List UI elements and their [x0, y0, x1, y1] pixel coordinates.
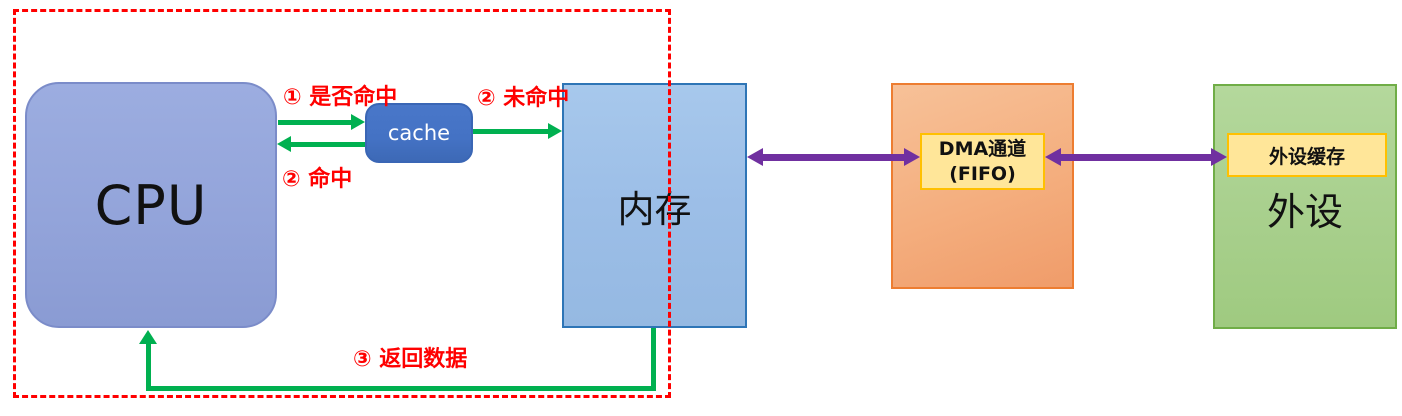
annotation-step1-hit-query: ① 是否命中	[283, 85, 398, 110]
peripheral-buffer-label-box: 外设缓存	[1227, 133, 1387, 177]
peripheral-label-wrap: 外设	[1213, 182, 1397, 234]
bus-dma-peripheral-left-head-icon	[1045, 148, 1061, 166]
cpu-box: CPU	[25, 82, 277, 328]
bus-memory-dma-shaft	[762, 154, 905, 161]
peripheral-buffer-label: 外设缓存	[1268, 145, 1345, 168]
dma-channel-label-line2: (FIFO)	[949, 162, 1016, 185]
arrow-cache-to-memory-head-icon	[548, 123, 562, 139]
annotation-step2-miss: ② 未命中	[477, 86, 570, 111]
cache-label: cache	[387, 121, 451, 145]
arrow-cpu-to-cache-shaft	[278, 120, 351, 125]
peripheral-box	[1213, 84, 1397, 329]
arrow-cache-to-cpu-head-icon	[277, 136, 291, 152]
arrow-return-vertical-right	[651, 328, 656, 391]
cpu-domain-dashed-boundary	[13, 9, 671, 398]
arrow-cpu-to-cache-head-icon	[351, 114, 365, 130]
annotation-step3-return-data: ③ 返回数据	[353, 347, 468, 372]
arrow-cache-to-memory-shaft	[473, 129, 548, 134]
bus-memory-dma-left-head-icon	[747, 148, 763, 166]
memory-label: 内存	[617, 187, 692, 231]
bus-memory-dma-right-head-icon	[904, 148, 920, 166]
dma-channel-label-box: DMA通道 (FIFO)	[920, 133, 1045, 190]
cache-box: cache	[365, 103, 473, 163]
arrow-cache-to-cpu-shaft	[291, 142, 365, 147]
bus-dma-peripheral-right-head-icon	[1211, 148, 1227, 166]
arrow-return-vertical-left	[146, 344, 151, 391]
peripheral-label: 外设	[1266, 189, 1343, 234]
arrow-return-horizontal	[146, 386, 656, 391]
annotation-step2-hit: ② 命中	[282, 167, 353, 192]
arrow-return-head-up-icon	[139, 330, 157, 344]
dma-channel-label-line1: DMA通道	[938, 137, 1027, 160]
memory-box: 内存	[562, 83, 747, 328]
cpu-label: CPU	[94, 173, 208, 237]
bus-dma-peripheral-shaft	[1060, 154, 1212, 161]
